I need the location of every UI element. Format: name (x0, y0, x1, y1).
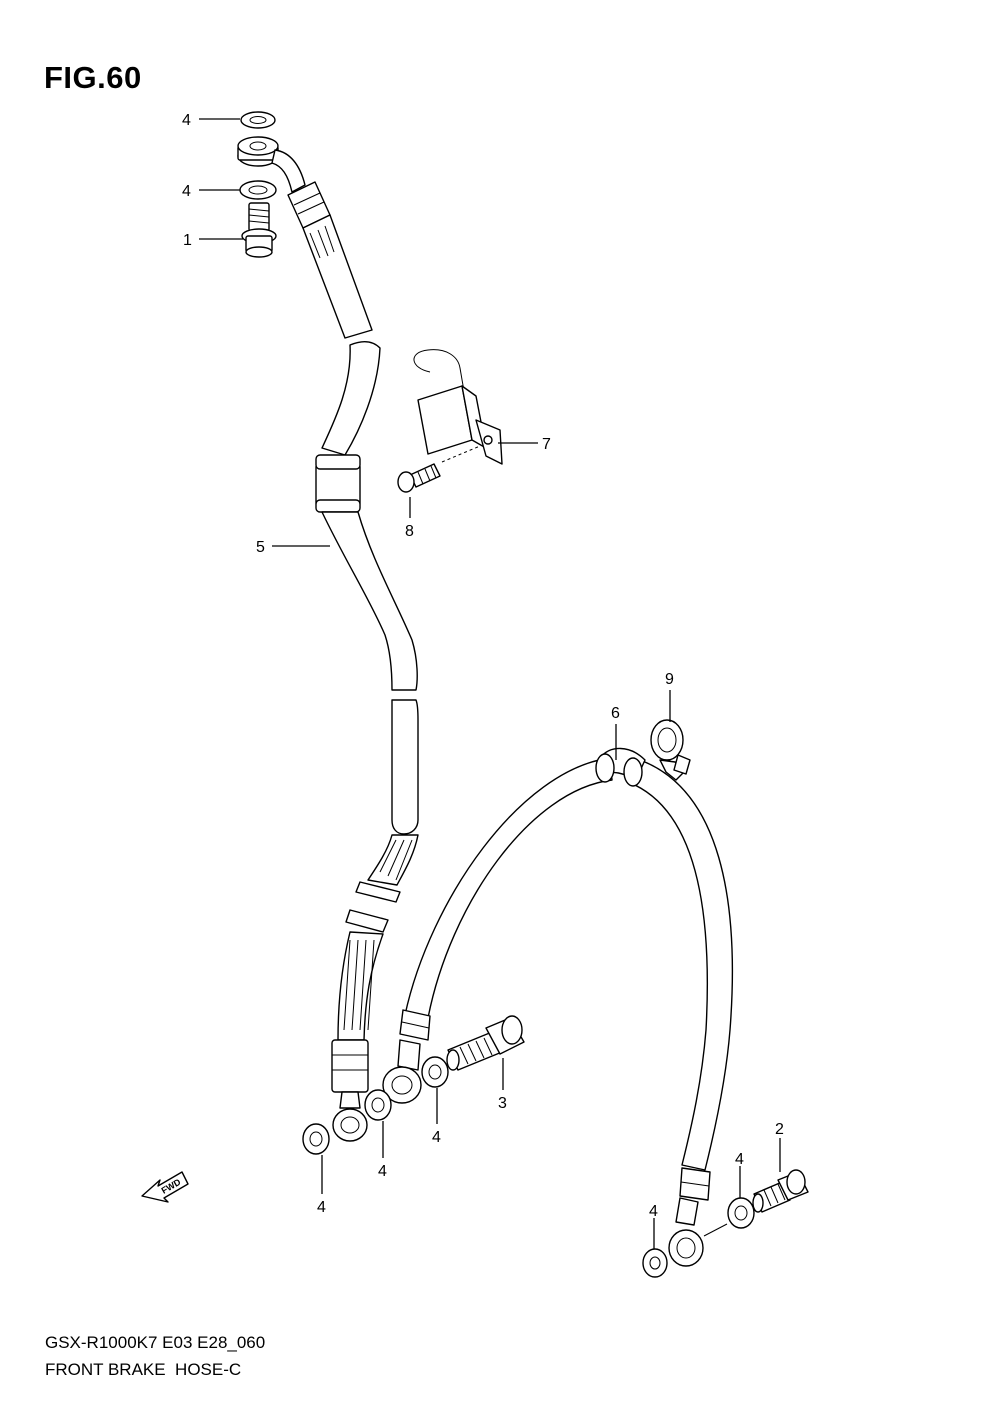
bolt-8 (397, 445, 481, 493)
hose-bracket-7 (413, 349, 503, 465)
clamp-9 (650, 719, 691, 781)
callout-7: 7 (542, 436, 551, 453)
washers (239, 111, 755, 1278)
union-bolt-3 (446, 1015, 525, 1071)
callout-4-top: 4 (182, 112, 191, 129)
washer-top-2 (239, 180, 277, 200)
union-bolt-1 (241, 202, 277, 258)
figure-title: FIG.60 (44, 60, 142, 95)
callout-8: 8 (405, 523, 414, 540)
washer-right-lower (642, 1248, 668, 1278)
callout-4-right-upper: 4 (735, 1151, 744, 1168)
upper-brake-hose (237, 136, 419, 1142)
washer-mid-left (364, 1089, 392, 1121)
callout-2: 2 (775, 1121, 784, 1138)
callout-6: 6 (611, 705, 620, 722)
leader-lines (199, 118, 781, 1249)
washer-right-upper (727, 1197, 755, 1229)
callout-4-upper: 4 (182, 183, 191, 200)
callout-4-bottom-left: 4 (317, 1199, 326, 1216)
callout-numbers: 4 4 1 5 7 8 6 9 3 4 4 4 2 4 4 (182, 112, 784, 1220)
union-bolt-2 (752, 1169, 809, 1213)
callout-4-mid-right: 4 (432, 1129, 441, 1146)
callout-3: 3 (498, 1095, 507, 1112)
callout-9: 9 (665, 671, 674, 688)
washer-bottom-left (302, 1123, 330, 1155)
callout-5: 5 (256, 539, 265, 556)
washer-mid-right (421, 1056, 449, 1088)
callout-4-mid-left: 4 (378, 1163, 387, 1180)
lower-brake-hose (382, 747, 734, 1267)
callout-4-right-lower: 4 (649, 1203, 658, 1220)
fwd-arrow: FWD (141, 1171, 189, 1203)
section-name: FRONT BRAKE HOSE-C (45, 1360, 242, 1379)
model-code: GSX-R1000K7 E03 E28_060 (45, 1333, 266, 1352)
washer-top-1 (240, 111, 276, 129)
callout-1: 1 (183, 232, 192, 249)
